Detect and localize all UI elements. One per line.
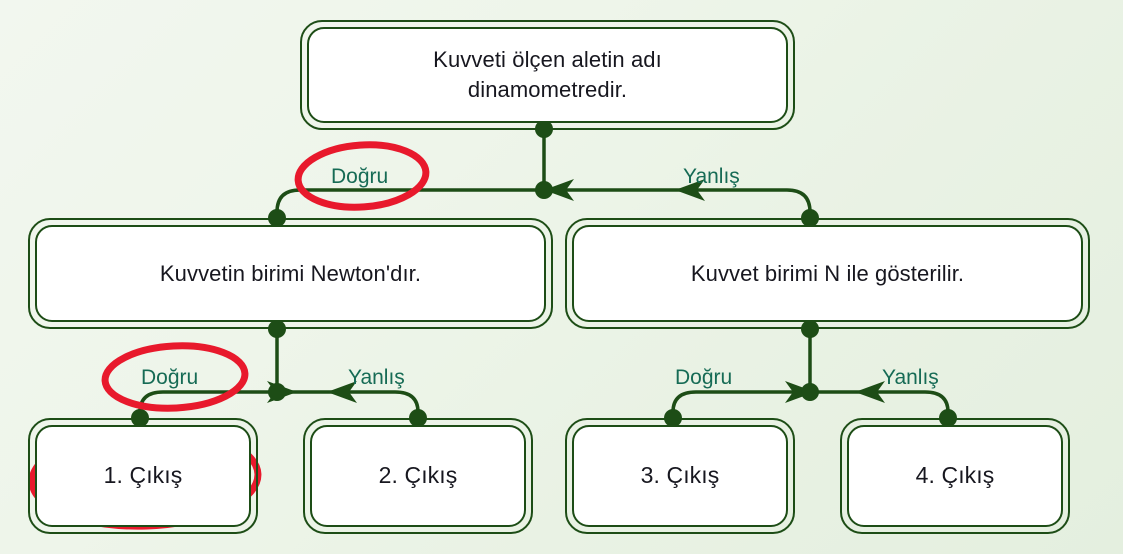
node-level2-right-inner: Kuvvet birimi N ile gösterilir. xyxy=(572,225,1083,322)
node-cikis-2[interactable]: 2. Çıkış xyxy=(303,418,533,534)
node-level2-left-label: Kuvvetin birimi Newton'dır. xyxy=(159,260,422,286)
node-cikis-3-label: 3. Çıkış xyxy=(640,462,720,489)
node-level2-left[interactable]: Kuvvetin birimi Newton'dır. xyxy=(28,218,553,329)
node-level2-right[interactable]: Kuvvet birimi N ile gösterilir. xyxy=(565,218,1090,329)
edge-right-to-cikis3 xyxy=(671,390,802,418)
node-cikis-1[interactable]: 1. Çıkış xyxy=(28,418,258,534)
node-cikis-4-inner: 4. Çıkış xyxy=(847,425,1063,527)
node-root[interactable]: Kuvveti ölçen aletin adı dinamometredir. xyxy=(300,20,795,130)
edge-label-right-dogru: Doğru xyxy=(675,366,733,389)
node-level2-right-label: Kuvvet birimi N ile gösterilir. xyxy=(690,260,965,286)
highlight-dogru-level2-left xyxy=(101,342,249,412)
node-cikis-2-label: 2. Çıkış xyxy=(378,462,458,489)
edge-right-to-cikis4 xyxy=(818,390,950,418)
node-level2-left-inner: Kuvvetin birimi Newton'dır. xyxy=(35,225,546,322)
node-cikis-4[interactable]: 4. Çıkış xyxy=(840,418,1070,534)
node-cikis-4-label: 4. Çıkış xyxy=(915,462,995,489)
node-cikis-2-inner: 2. Çıkış xyxy=(310,425,526,527)
edge-label-right-yanlis: Yanlış xyxy=(882,366,939,389)
node-root-inner: Kuvveti ölçen aletin adı dinamometredir. xyxy=(307,27,788,123)
node-cikis-3-inner: 3. Çıkış xyxy=(572,425,788,527)
edge-label-left-yanlis: Yanlış xyxy=(348,366,405,389)
highlight-dogru-level1 xyxy=(294,141,430,211)
node-cikis-1-label: 1. Çıkış xyxy=(103,462,183,489)
edge-label-left-dogru: Doğru xyxy=(141,366,199,389)
node-cikis-3[interactable]: 3. Çıkış xyxy=(565,418,795,534)
edge-label-root-yanlis: Yanlış xyxy=(683,165,740,188)
edge-root-to-right-child xyxy=(552,188,812,218)
node-root-label: Kuvveti ölçen aletin adı dinamometredir. xyxy=(433,47,662,102)
node-cikis-1-inner: 1. Çıkış xyxy=(35,425,251,527)
edge-label-root-dogru: Doğru xyxy=(331,165,389,188)
